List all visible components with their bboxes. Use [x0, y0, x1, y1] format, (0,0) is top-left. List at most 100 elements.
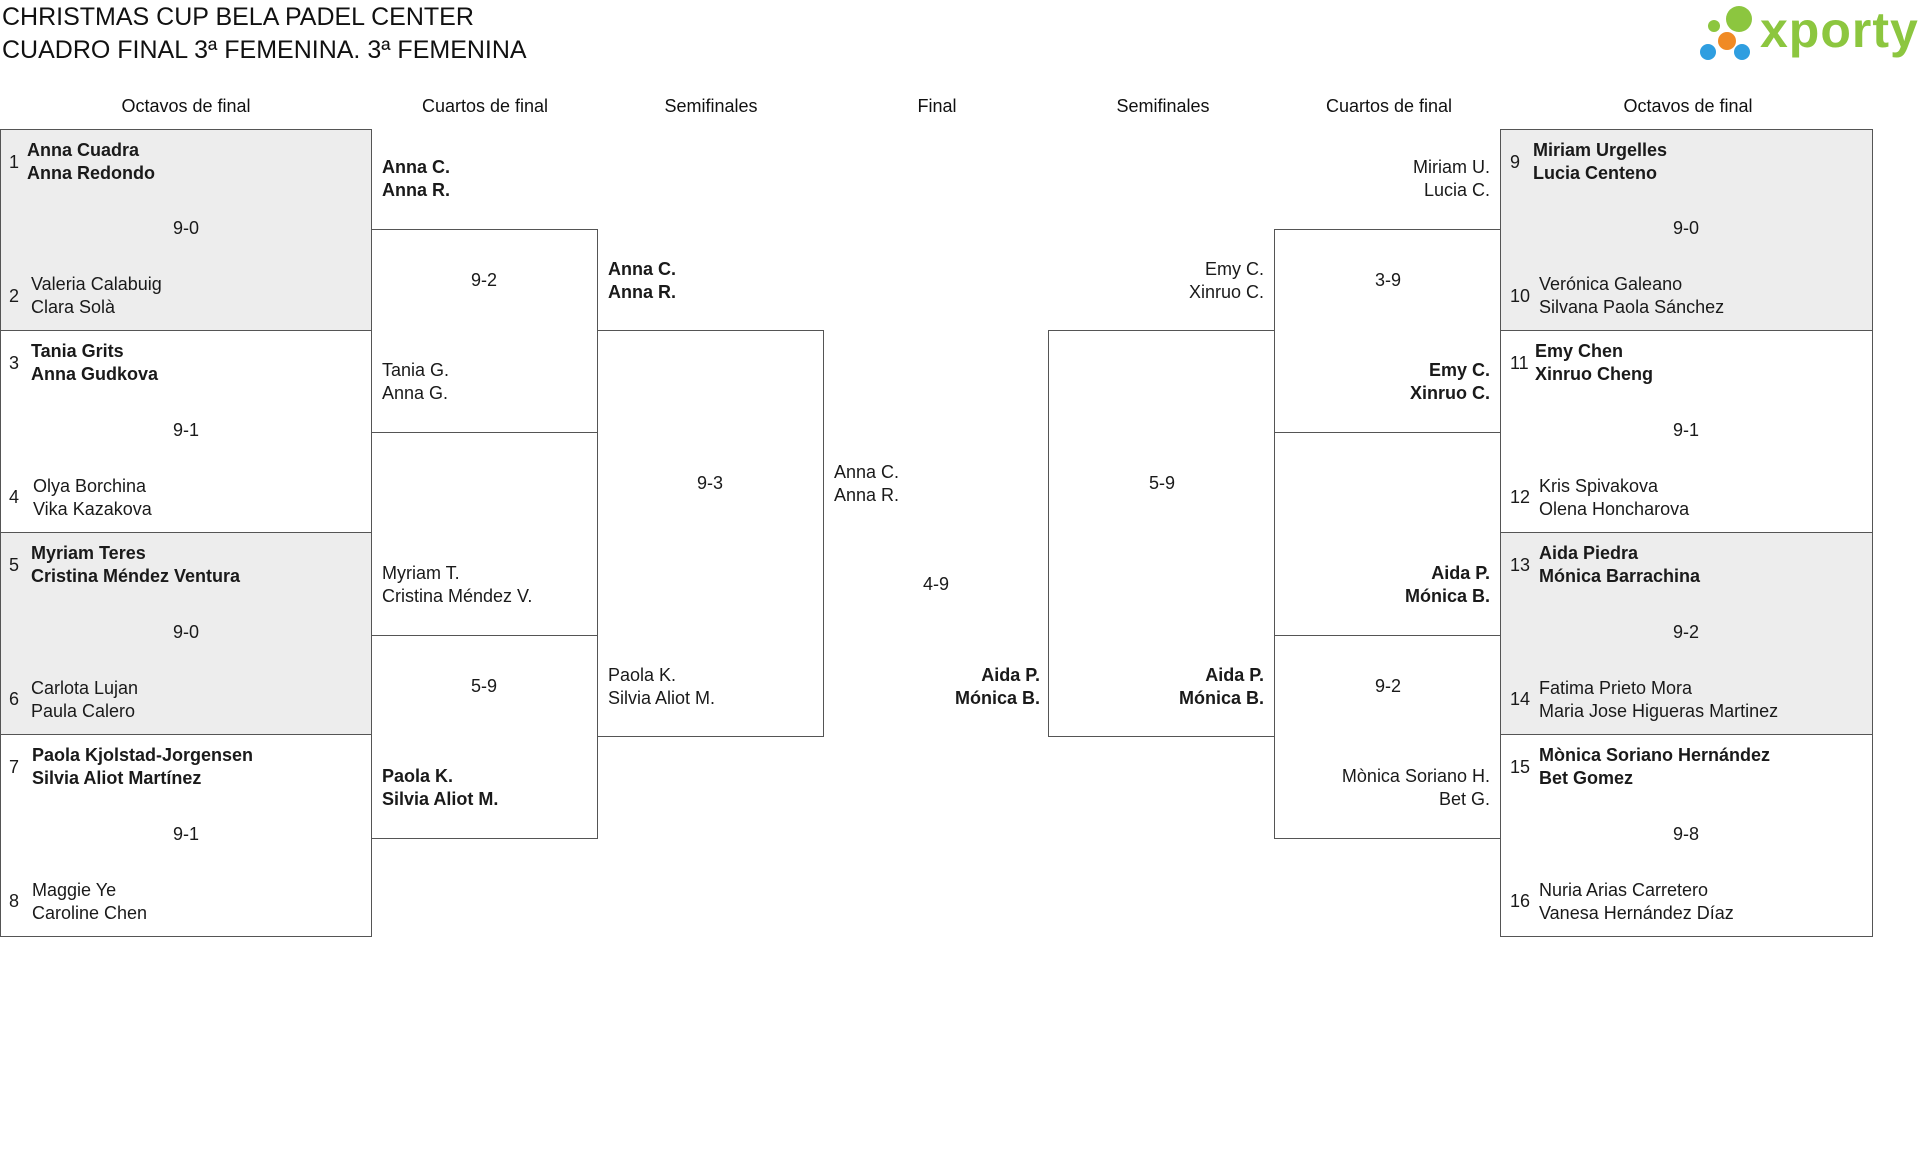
- team-b-name[interactable]: Tania G.: [382, 360, 450, 380]
- match-score: 9-0: [172, 218, 199, 238]
- final-team-a-name[interactable]: Anna R.: [834, 485, 900, 505]
- team-a-name[interactable]: Tania Grits: [31, 341, 124, 361]
- team-a-name[interactable]: Bet Gomez: [1539, 768, 1634, 788]
- team-b-name[interactable]: Mónica B.: [1178, 688, 1264, 708]
- team-a-name[interactable]: Mónica Barrachina: [1539, 566, 1701, 586]
- seed-number: 4: [9, 487, 20, 507]
- match-score: 9-8: [1672, 824, 1699, 844]
- team-a-name[interactable]: Mònica Soriano Hernández: [1539, 745, 1771, 765]
- team-a-name[interactable]: Anna R.: [608, 282, 677, 302]
- match-box: [1048, 330, 1275, 737]
- team-b-name[interactable]: Paula Calero: [31, 701, 136, 721]
- final-team-a-name[interactable]: Anna C.: [834, 462, 900, 482]
- team-b-name[interactable]: Mònica Soriano H.: [1341, 766, 1490, 786]
- team-b-name[interactable]: Nuria Arias Carretero: [1539, 880, 1709, 900]
- final-team-b-name[interactable]: Aida P.: [981, 665, 1040, 685]
- team-b-name[interactable]: Kris Spivakova: [1539, 476, 1659, 496]
- match-score: 9-0: [1672, 218, 1699, 238]
- team-b-name[interactable]: Anna G.: [382, 383, 449, 403]
- team-a-name[interactable]: Anna Gudkova: [31, 364, 159, 384]
- team-a-name[interactable]: Miriam Urgelles: [1533, 140, 1668, 160]
- team-b-name[interactable]: Maggie Ye: [32, 880, 117, 900]
- team-b-name[interactable]: Silvia Aliot M.: [608, 688, 716, 708]
- team-b-name[interactable]: Silvia Aliot M.: [382, 789, 499, 809]
- draw-subtitle: CUADRO FINAL 3ª FEMENINA. 3ª FEMENINA: [2, 36, 527, 64]
- header-cuartos-left: Cuartos de final: [421, 96, 549, 116]
- seed-number: 11: [1510, 353, 1529, 373]
- match-score: 3-9: [1374, 270, 1401, 290]
- team-a-name[interactable]: Xinruo C.: [1188, 282, 1264, 302]
- header-semis-left: Semifinales: [664, 96, 758, 116]
- team-b-name[interactable]: Olena Honcharova: [1539, 499, 1690, 519]
- match-box: [0, 532, 372, 735]
- final-score: 4-9: [922, 574, 949, 594]
- team-a-name[interactable]: Paola Kjolstad-Jorgensen: [32, 745, 254, 765]
- match-score: 9-0: [172, 622, 199, 642]
- header-final: Final: [917, 96, 957, 116]
- seed-number: 6: [9, 689, 20, 709]
- logo-dot-icon: [1700, 44, 1716, 60]
- team-a-name[interactable]: Xinruo Cheng: [1535, 364, 1653, 384]
- match-score: 9-1: [172, 824, 199, 844]
- team-b-name[interactable]: Valeria Calabuig: [31, 274, 162, 294]
- team-a-name[interactable]: Anna Cuadra: [27, 140, 140, 160]
- match-score: 9-2: [1672, 622, 1699, 642]
- match-score: 9-3: [696, 473, 723, 493]
- team-a-name[interactable]: Lucia C.: [1423, 180, 1490, 200]
- team-b-name[interactable]: Olya Borchina: [33, 476, 147, 496]
- team-b-name[interactable]: Paola K.: [382, 766, 454, 786]
- team-a-name[interactable]: Miriam U.: [1413, 157, 1490, 177]
- team-b-name[interactable]: Fatima Prieto Mora: [1539, 678, 1693, 698]
- seed-number: 8: [9, 891, 20, 911]
- team-b-name[interactable]: Vanesa Hernández Díaz: [1539, 903, 1734, 923]
- team-b-name[interactable]: Aida P.: [1205, 665, 1264, 685]
- team-a-name[interactable]: Silvia Aliot Martínez: [32, 768, 202, 788]
- seed-number: 2: [9, 286, 20, 306]
- seed-number: 1: [9, 152, 20, 172]
- match-box: [597, 330, 824, 737]
- team-a-name[interactable]: Anna C.: [382, 157, 451, 177]
- team-b-name[interactable]: Carlota Lujan: [31, 678, 139, 698]
- team-b-name[interactable]: Vika Kazakova: [33, 499, 152, 519]
- team-a-name[interactable]: Aida P.: [1431, 563, 1490, 583]
- team-b-name[interactable]: Paola K.: [608, 665, 677, 685]
- final-team-b-name[interactable]: Mónica B.: [954, 688, 1040, 708]
- team-b-name[interactable]: Verónica Galeano: [1539, 274, 1683, 294]
- xporty-logo[interactable]: xporty: [1698, 2, 1920, 68]
- team-a-name[interactable]: Myriam Teres: [31, 543, 146, 563]
- match-score: 9-1: [172, 420, 199, 440]
- match-box: [1500, 734, 1873, 937]
- seed-number: 14: [1510, 689, 1531, 709]
- header-octavos-left: Octavos de final: [121, 96, 251, 116]
- team-b-name[interactable]: Caroline Chen: [32, 903, 148, 923]
- match-box: [1500, 129, 1873, 331]
- match-score: 5-9: [1148, 473, 1175, 493]
- team-a-name[interactable]: Emy C.: [1204, 259, 1264, 279]
- team-b-name[interactable]: Bet G.: [1438, 789, 1490, 809]
- team-a-name[interactable]: Anna C.: [608, 259, 677, 279]
- team-b-name[interactable]: Xinruo C.: [1410, 383, 1490, 403]
- team-a-name[interactable]: Lucia Centeno: [1533, 163, 1658, 183]
- header-octavos-right: Octavos de final: [1623, 96, 1753, 116]
- tournament-title: CHRISTMAS CUP BELA PADEL CENTER: [2, 3, 474, 31]
- team-a-name[interactable]: Aida Piedra: [1539, 543, 1639, 563]
- team-a-name[interactable]: Anna Redondo: [27, 163, 155, 183]
- seed-number: 16: [1510, 891, 1531, 911]
- team-a-name[interactable]: Cristina Méndez V.: [382, 586, 533, 606]
- header-cuartos-right: Cuartos de final: [1325, 96, 1453, 116]
- team-a-name[interactable]: Emy Chen: [1535, 341, 1624, 361]
- logo-dot-icon: [1718, 32, 1736, 50]
- team-a-name[interactable]: Mónica B.: [1404, 586, 1490, 606]
- seed-number: 10: [1510, 286, 1531, 306]
- seed-number: 5: [9, 555, 20, 575]
- seed-number: 7: [9, 757, 20, 777]
- team-b-name[interactable]: Emy C.: [1428, 360, 1490, 380]
- match-score: 5-9: [470, 676, 497, 696]
- team-a-name[interactable]: Myriam T.: [382, 563, 460, 583]
- match-score: 9-2: [470, 270, 497, 290]
- team-b-name[interactable]: Clara Solà: [31, 297, 116, 317]
- team-b-name[interactable]: Maria Jose Higueras Martinez: [1539, 701, 1779, 721]
- team-a-name[interactable]: Anna R.: [382, 180, 451, 200]
- team-a-name[interactable]: Cristina Méndez Ventura: [31, 566, 241, 586]
- team-b-name[interactable]: Silvana Paola Sánchez: [1539, 297, 1725, 317]
